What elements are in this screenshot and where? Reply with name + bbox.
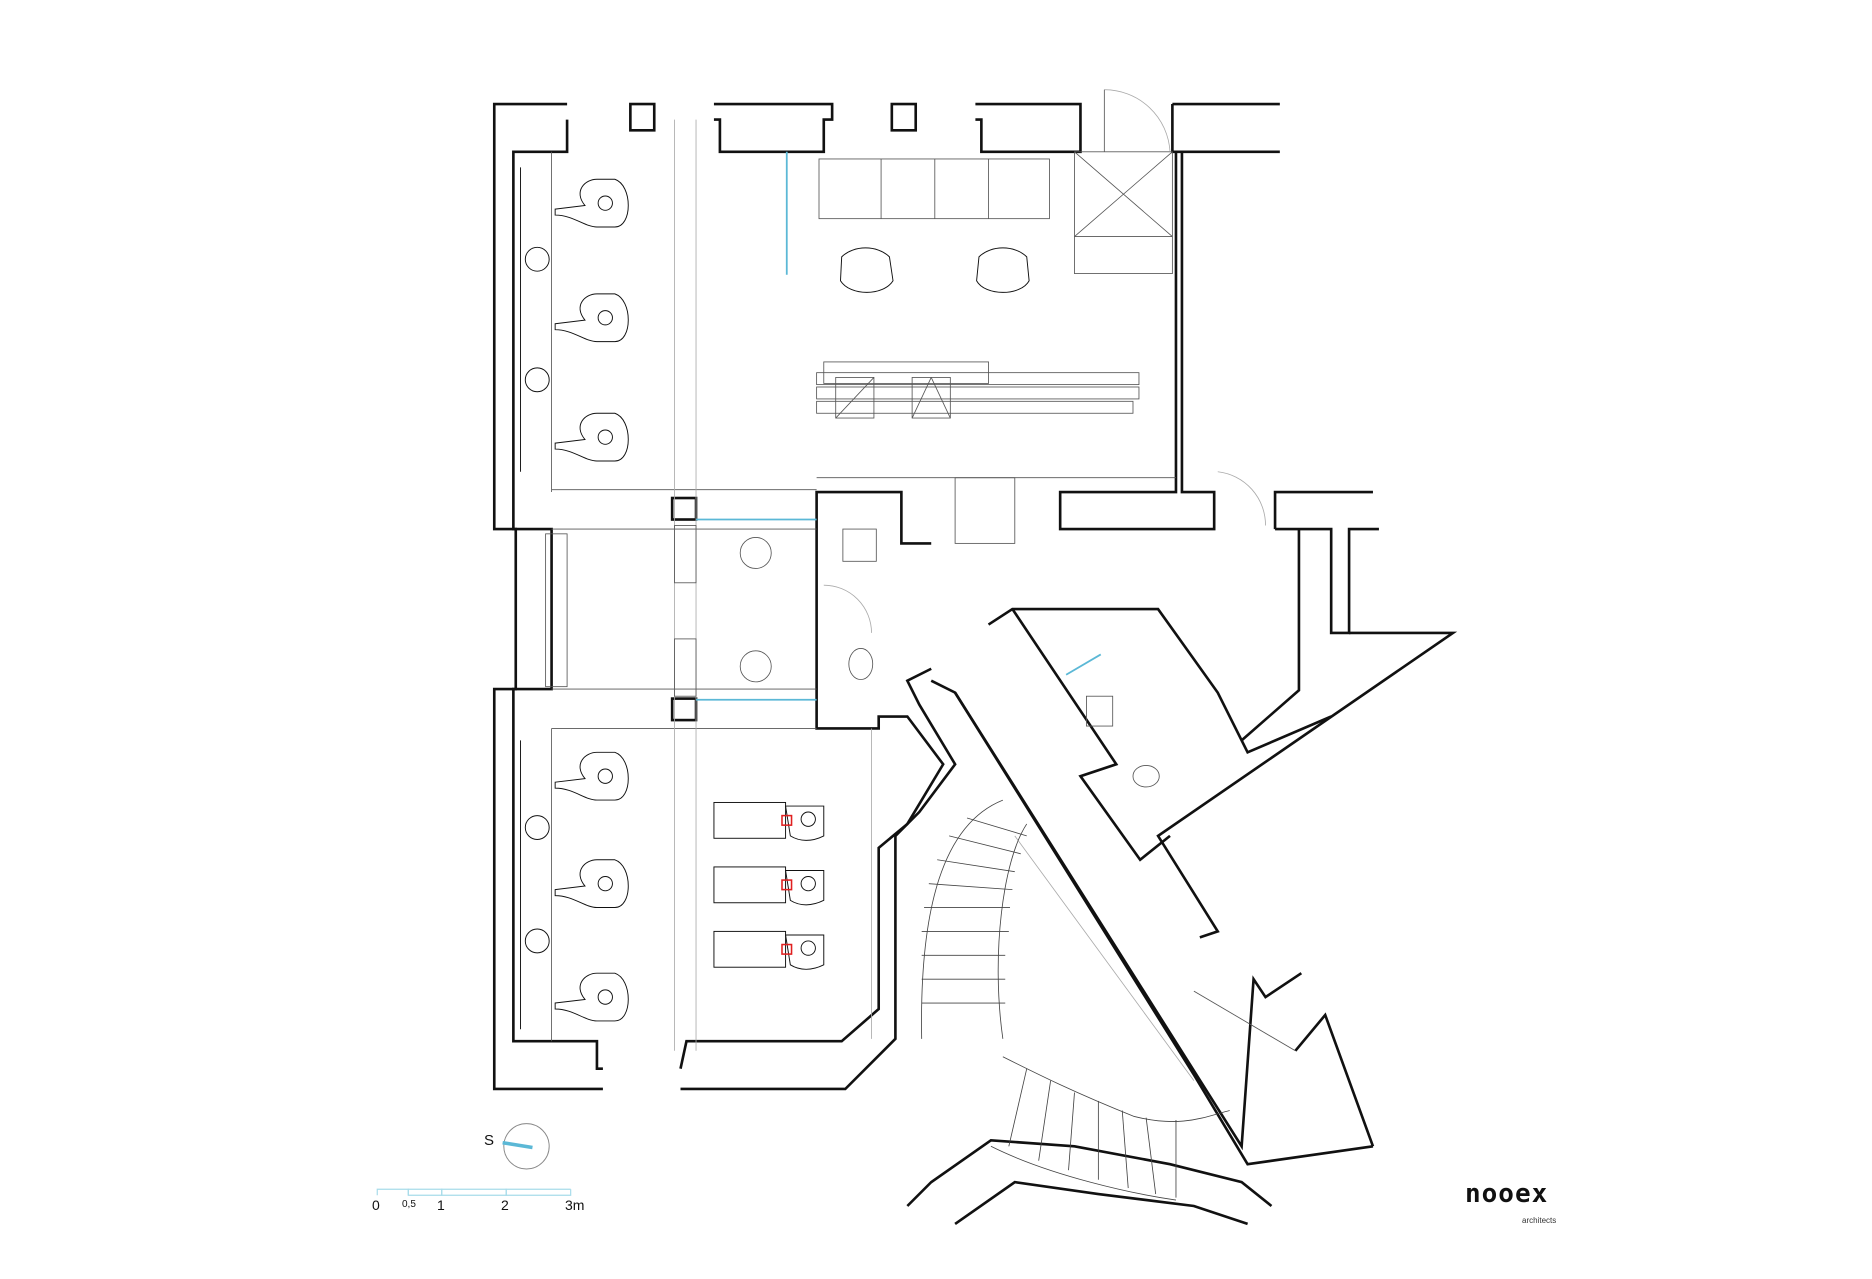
glazing-accents (696, 151, 1102, 701)
salon-chairs (520, 167, 1030, 1030)
scale-tick-1: 1 (437, 1197, 445, 1213)
architect-logo: nooex (1465, 1179, 1549, 1209)
walls (492, 102, 1458, 1226)
scale-tick-0-5: 0,5 (402, 1199, 416, 1210)
scale-tick-3m: 3m (565, 1197, 585, 1213)
orientation-indicator (502, 1123, 550, 1170)
scale-tick-0: 0 (372, 1197, 380, 1213)
scale-bar (376, 1188, 572, 1196)
scale-tick-2: 2 (501, 1197, 509, 1213)
orientation-label: S (484, 1132, 495, 1149)
stairs (921, 799, 1230, 1201)
wash-units (713, 801, 825, 971)
architect-logo-subtitle: architects (1522, 1216, 1557, 1225)
interior-lines (545, 89, 1296, 1201)
